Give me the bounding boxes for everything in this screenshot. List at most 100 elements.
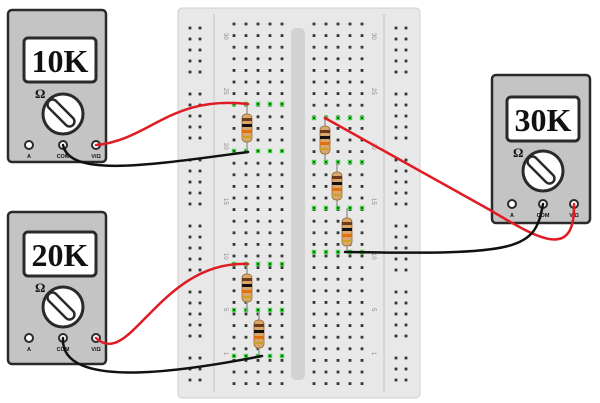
breadboard-hole (188, 103, 192, 107)
breadboard-hole (360, 103, 364, 107)
breadboard-hole (232, 231, 236, 235)
dial-knob[interactable] (41, 285, 85, 329)
breadboard-hole (360, 22, 364, 26)
breadboard-hole (394, 290, 398, 294)
breadboard-hole (348, 127, 352, 130)
breadboard-hole (324, 173, 328, 177)
breadboard-hole (394, 26, 398, 30)
breadboard-hole (312, 57, 316, 61)
resistor-5 (331, 163, 343, 207)
ohm-label: Ω (513, 145, 523, 160)
breadboard-hole (256, 34, 260, 37)
breadboard-hole (188, 290, 192, 294)
breadboard-hole (324, 254, 328, 258)
breadboard-hole (336, 150, 340, 153)
terminal-a[interactable] (507, 199, 517, 209)
breadboard-hole (404, 246, 408, 250)
row-number-right-30: 30 (370, 33, 376, 40)
breadboard-hole (280, 219, 284, 223)
black-probe-wire-meter-2[interactable] (61, 336, 264, 374)
breadboard-hole (198, 235, 202, 239)
breadboard-hole (280, 312, 284, 316)
breadboard-hole (336, 45, 340, 49)
breadboard-hole (188, 26, 192, 30)
breadboard-hole (394, 103, 398, 107)
terminal-a[interactable] (24, 333, 34, 343)
breadboard-hole (348, 359, 352, 362)
breadboard-hole (198, 114, 202, 118)
breadboard-hole (312, 34, 316, 37)
breadboard-hole (232, 219, 236, 223)
breadboard-hole (312, 219, 316, 223)
breadboard-hole (188, 334, 192, 338)
black-probe-wire-meter-3[interactable] (343, 202, 545, 254)
breadboard-hole (268, 208, 272, 211)
red-probe-wire-meter-1[interactable] (94, 101, 250, 147)
breadboard-hole (232, 335, 236, 339)
breadboard-hole (394, 37, 398, 41)
breadboard-hole (244, 69, 248, 72)
breadboard-hole (232, 277, 236, 281)
breadboard-hole (198, 48, 202, 52)
multimeter-10k: 10K Ω A COM V/Ω (6, 8, 108, 164)
breadboard-hole (256, 115, 260, 119)
breadboard-hole (256, 69, 260, 72)
breadboard-hole (348, 45, 352, 49)
breadboard-hole (198, 367, 202, 371)
breadboard-hole (336, 34, 340, 37)
terminal-v-ohm-label: V/Ω (91, 347, 101, 353)
breadboard-hole (244, 312, 248, 316)
breadboard-hole (394, 367, 398, 371)
breadboard-hole (336, 312, 340, 316)
breadboard-hole (312, 289, 316, 293)
breadboard-hole (324, 347, 328, 351)
breadboard-hole (404, 301, 408, 305)
breadboard-hole (188, 246, 192, 250)
breadboard-hole (336, 127, 340, 130)
breadboard-hole (256, 80, 260, 84)
terminal-a[interactable] (24, 140, 34, 150)
breadboard-hole (336, 335, 340, 339)
breadboard-hole (256, 173, 260, 177)
breadboard-hole (336, 138, 340, 142)
breadboard-hole (348, 266, 352, 269)
breadboard-hole (280, 92, 284, 95)
breadboard-hole (188, 268, 192, 272)
breadboard-hole (244, 196, 248, 200)
breadboard-hole (360, 359, 364, 362)
breadboard-hole (232, 347, 236, 351)
dial-knob[interactable] (521, 149, 565, 193)
breadboard-hole (268, 138, 272, 142)
breadboard-hole (244, 45, 248, 49)
breadboard-hole (232, 196, 236, 200)
breadboard-hole (280, 324, 284, 327)
probe-wires (61, 101, 576, 374)
resistor-2 (241, 265, 253, 312)
breadboard-hole (312, 127, 316, 130)
breadboard-hole (324, 22, 328, 26)
breadboard-hole (280, 173, 284, 177)
breadboard-hole (256, 127, 260, 130)
row-number-left-30: 30 (222, 33, 228, 40)
breadboard-hole (280, 80, 284, 84)
breadboard-hole (188, 191, 192, 195)
breadboard-hole (394, 224, 398, 228)
row-number-right-25: 25 (370, 88, 376, 95)
breadboard-hole (348, 57, 352, 61)
breadboard-hole (244, 161, 248, 165)
breadboard-hole (394, 169, 398, 173)
dial-knob[interactable] (41, 92, 85, 136)
red-probe-wire-meter-2[interactable] (94, 262, 250, 346)
meter-reading: 20K (32, 237, 89, 273)
breadboard-hole (404, 37, 408, 41)
breadboard-hole (198, 158, 202, 162)
breadboard-hole (268, 382, 272, 385)
breadboard-hole (336, 266, 340, 269)
breadboard-hole (198, 224, 202, 228)
breadboard-hole (268, 45, 272, 49)
breadboard-hole (198, 26, 202, 30)
breadboard-hole (198, 169, 202, 173)
red-probe-wire-meter-3[interactable] (323, 116, 576, 241)
breadboard-hole (268, 243, 272, 246)
black-probe-wire-meter-1[interactable] (61, 143, 250, 168)
